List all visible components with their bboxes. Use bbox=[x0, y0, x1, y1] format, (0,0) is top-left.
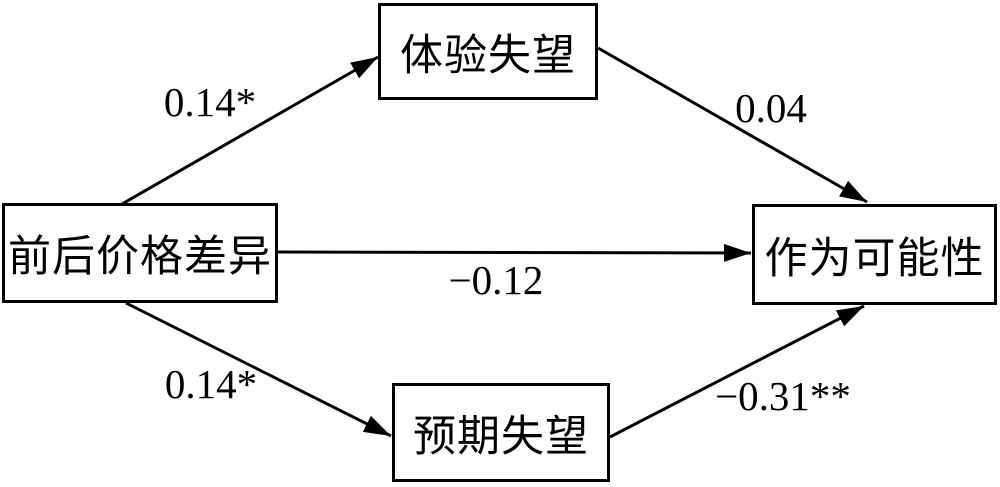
coefficient-mediator-bottom-to-outcome: −0.31** bbox=[715, 373, 851, 419]
arrow-mediator-bottom-to-outcome bbox=[609, 304, 865, 439]
coefficient-mediator-top-to-outcome: 0.04 bbox=[735, 85, 807, 131]
node-expectation-disappointment-label: 预期失望 bbox=[413, 413, 589, 461]
coefficient-predictor-to-mediator-bottom: 0.14* bbox=[164, 361, 258, 407]
coefficient-predictor-to-outcome: −0.12 bbox=[448, 257, 544, 303]
node-experience-disappointment: 体验失望 bbox=[378, 3, 598, 100]
arrow-mediator-top-to-outcome bbox=[597, 46, 868, 204]
node-action-likelihood: 作为可能性 bbox=[752, 204, 997, 305]
node-experience-disappointment-label: 体验失望 bbox=[400, 32, 576, 80]
node-action-likelihood-label: 作为可能性 bbox=[764, 235, 985, 283]
arrow-predictor-to-outcome bbox=[277, 243, 752, 262]
arrow-predictor-to-mediator-bottom bbox=[125, 301, 392, 438]
node-price-difference: 前后价格差异 bbox=[2, 203, 278, 303]
arrow-predictor-to-mediator-top bbox=[121, 55, 379, 206]
coefficient-predictor-to-mediator-top: 0.14* bbox=[163, 79, 257, 125]
node-expectation-disappointment: 预期失望 bbox=[392, 383, 610, 482]
node-price-difference-label: 前后价格差异 bbox=[8, 234, 272, 281]
